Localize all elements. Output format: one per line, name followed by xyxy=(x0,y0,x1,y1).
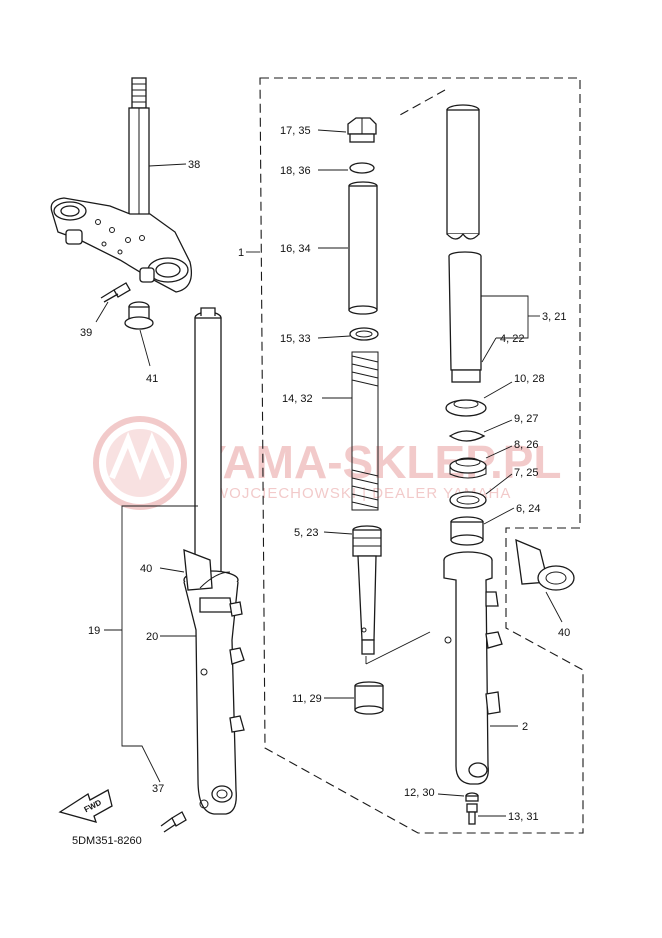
fork-boot-40-left xyxy=(183,549,231,591)
watermark-tagline: WOJCIECHOWSKI | DEALER YAMAHA xyxy=(214,485,511,502)
callout-11-29: 11, 29 xyxy=(292,693,322,705)
cap-41 xyxy=(124,301,154,330)
callout-39: 39 xyxy=(80,327,92,339)
callout-4-22: 4, 22 xyxy=(500,333,524,345)
dust-seal xyxy=(445,399,487,417)
callout-7-25: 7, 25 xyxy=(514,467,538,479)
assembly-boundary xyxy=(259,77,584,834)
callout-40-right: 40 xyxy=(558,627,570,639)
watermark: YAMA-SKLEP.PL WOJCIECHOWSKI | DEALER YAM… xyxy=(93,416,562,510)
callout-19: 19 xyxy=(88,625,100,637)
callout-17-35: 17, 35 xyxy=(280,125,311,137)
callout-6-24: 6, 24 xyxy=(516,503,540,515)
callout-9-27: 9, 27 xyxy=(514,413,538,425)
steering-stem xyxy=(50,77,193,293)
callout-37: 37 xyxy=(152,783,164,795)
callout-38: 38 xyxy=(188,159,200,171)
oil-seal-washer xyxy=(449,491,487,509)
washer xyxy=(349,327,379,341)
callout-41: 41 xyxy=(146,373,158,385)
right-fork-outer-tube xyxy=(443,551,503,785)
callout-40-left: 40 xyxy=(140,563,152,575)
callout-2: 2 xyxy=(522,721,528,733)
drawing-number: 5DM351-8260 xyxy=(72,835,142,847)
yamaha-logo-icon xyxy=(93,416,187,510)
callout-5-23: 5, 23 xyxy=(294,527,318,539)
callout-12-30: 12, 30 xyxy=(404,787,435,799)
fork-spring xyxy=(351,351,379,511)
stopper-ring xyxy=(448,430,486,442)
watermark-brand: YAMA-SKLEP.PL xyxy=(196,436,562,488)
oil-lock-piece xyxy=(354,681,384,715)
right-fork-inner-tube xyxy=(446,104,482,383)
bolt-37 xyxy=(160,811,187,833)
o-ring xyxy=(349,162,375,174)
callout-1: 1 xyxy=(238,247,244,259)
callout-16-34: 16, 34 xyxy=(280,243,311,255)
spacer-tube xyxy=(348,181,378,315)
left-fork-inner-tube xyxy=(194,307,222,579)
callout-20: 20 xyxy=(146,631,158,643)
assembly-boundary-inner xyxy=(399,89,446,116)
slide-metal xyxy=(450,516,484,546)
damper-rod xyxy=(352,525,382,655)
callout-14-32: 14, 32 xyxy=(282,393,313,405)
callout-13-31: 13, 31 xyxy=(508,811,539,823)
oil-seal xyxy=(449,457,487,479)
callout-8-26: 8, 26 xyxy=(514,439,538,451)
callout-3-21: 3, 21 xyxy=(542,311,566,323)
callout-18-36: 18, 36 xyxy=(280,165,311,177)
left-fork-outer-tube xyxy=(183,570,245,815)
bolt-39 xyxy=(100,282,131,303)
callout-15-33: 15, 33 xyxy=(280,333,311,345)
damper-rod-bolt xyxy=(466,803,478,825)
fwd-arrow-icon: FWD xyxy=(58,789,113,823)
fork-boot-40-right xyxy=(515,538,575,591)
copper-washer xyxy=(465,792,479,802)
callout-10-28: 10, 28 xyxy=(514,373,545,385)
cap-bolt xyxy=(347,117,377,143)
